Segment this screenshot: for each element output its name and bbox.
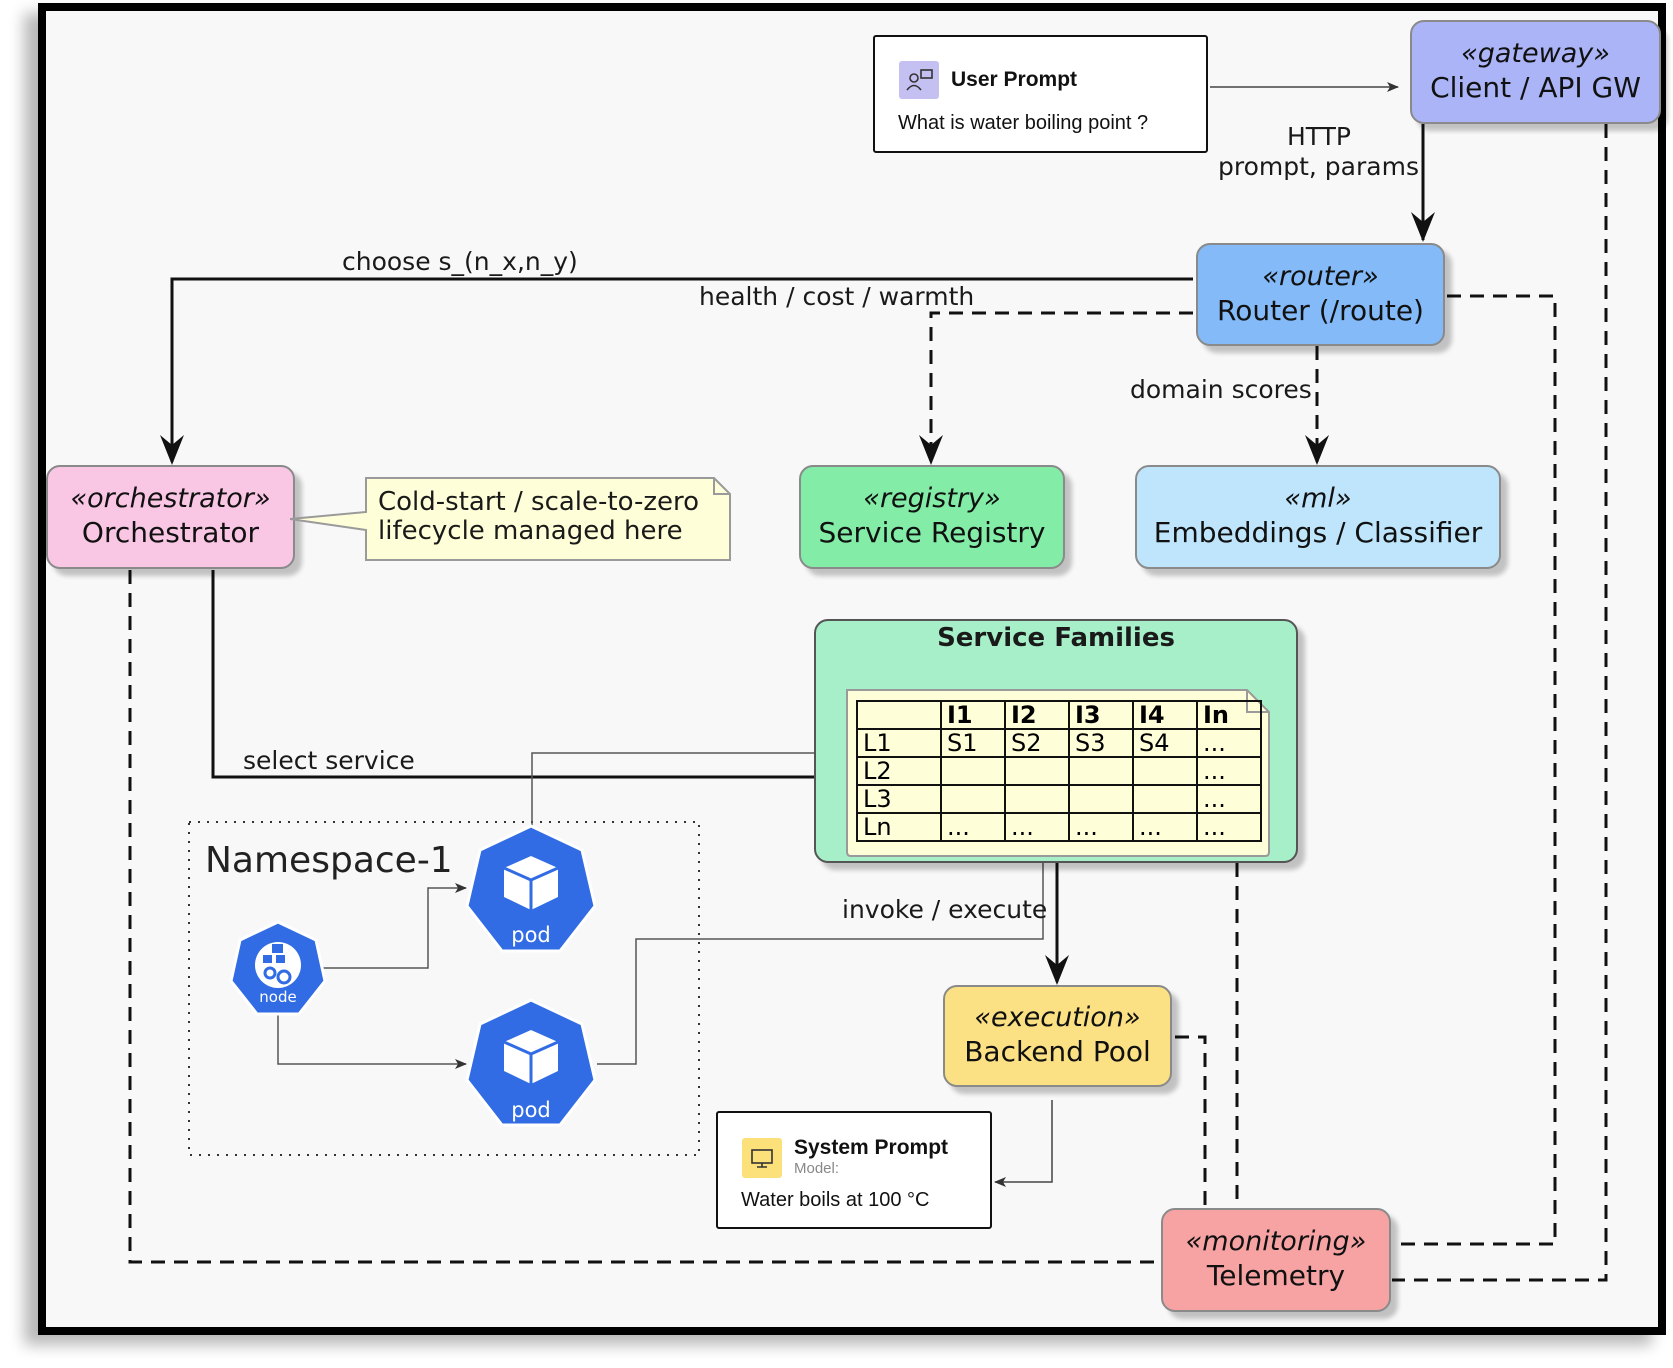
orchestrator-stereotype: «orchestrator» (70, 483, 271, 515)
router-node[interactable]: «router» Router (/route) (1196, 243, 1445, 346)
table-cell: ... (1068, 812, 1134, 842)
table-cell: L2 (856, 756, 942, 786)
gateway-stereotype: «gateway» (1461, 38, 1610, 70)
note-callout (290, 477, 731, 561)
table-cell: ... (1196, 812, 1262, 842)
user-prompt-icon (899, 61, 939, 99)
k8s-node-icon (228, 920, 328, 1018)
namespace-title: Namespace-1 (205, 840, 453, 881)
service-families-title: Service Families (937, 623, 1175, 653)
note-line-1: Cold-start / scale-to-zero (378, 487, 700, 517)
table-cell: I4 (1132, 700, 1198, 730)
table-cell: I2 (1004, 700, 1070, 730)
gateway-node[interactable]: «gateway» Client / API GW (1410, 20, 1661, 124)
user-prompt-title: User Prompt (951, 68, 1078, 91)
monitoring-stereotype: «monitoring» (1185, 1226, 1367, 1258)
ml-name: Embeddings / Classifier (1153, 516, 1483, 550)
table-cell: ... (1196, 728, 1262, 758)
monitor-icon (742, 1138, 782, 1178)
router-name: Router (/route) (1217, 293, 1424, 327)
table-cell (1068, 784, 1134, 814)
table-cell: Ln (856, 812, 942, 842)
ml-stereotype: «ml» (1284, 483, 1352, 515)
service-families-table: I1 I2 I3 I4 In L1 S1 S2 S3 S4 ... L2 ...… (856, 700, 1262, 842)
pod-bottom-icon[interactable] (464, 998, 598, 1130)
registry-name: Service Registry (818, 516, 1046, 550)
label-http-params: prompt, params (1218, 152, 1419, 181)
table-cell: L1 (856, 728, 942, 758)
orchestrator-name: Orchestrator (81, 516, 260, 550)
system-prompt-subtitle: Model: (794, 1160, 840, 1177)
note-line-2: lifecycle managed here (378, 516, 683, 546)
table-cell[interactable]: S4 (1132, 728, 1198, 758)
label-select-service: select service (243, 746, 415, 775)
table-cell: ... (1196, 784, 1262, 814)
label-invoke: invoke / execute (842, 895, 1048, 924)
table-cell (940, 756, 1006, 786)
system-prompt-title: System Prompt (794, 1136, 949, 1159)
system-prompt-text: Water boils at 100 °C (741, 1189, 930, 1211)
table-cell (1132, 756, 1198, 786)
table-cell (1004, 784, 1070, 814)
label-health: health / cost / warmth (699, 282, 975, 311)
table-cell[interactable]: S2 (1004, 728, 1070, 758)
user-prompt-card[interactable]: User Prompt What is water boiling point … (873, 35, 1208, 153)
k8s-node-label: node (259, 988, 297, 1006)
execution-stereotype: «execution» (974, 1002, 1141, 1034)
table-cell (1004, 756, 1070, 786)
gateway-name: Client / API GW (1430, 71, 1641, 105)
orchestrator-node[interactable]: «orchestrator» Orchestrator (46, 465, 295, 569)
table-cell: L3 (856, 784, 942, 814)
table-cell[interactable]: S1 (940, 728, 1006, 758)
user-prompt-text: What is water boiling point ? (898, 112, 1149, 134)
table-cell: In (1196, 700, 1262, 730)
pod-top-label: pod (511, 923, 551, 947)
label-http: HTTP (1287, 122, 1351, 151)
table-cell: I3 (1068, 700, 1134, 730)
table-cell (1068, 756, 1134, 786)
table-row: L3 ... (856, 784, 1262, 814)
execution-name: Backend Pool (964, 1035, 1151, 1069)
pod-top-icon[interactable] (464, 824, 598, 956)
table-row: L1 S1 S2 S3 S4 ... (856, 728, 1262, 758)
table-cell: ... (1004, 812, 1070, 842)
table-cell (1132, 784, 1198, 814)
router-stereotype: «router» (1262, 260, 1379, 292)
table-cell (856, 700, 942, 730)
pod-bottom-label: pod (511, 1098, 551, 1122)
system-prompt-card[interactable]: System Prompt Model: Water boils at 100 … (716, 1111, 992, 1229)
table-cell: ... (1196, 756, 1262, 786)
label-choose: choose s_(n_x,n_y) (342, 247, 578, 276)
registry-stereotype: «registry» (863, 483, 1001, 515)
monitoring-name: Telemetry (1206, 1259, 1346, 1293)
table-row: L2 ... (856, 756, 1262, 786)
execution-node[interactable]: «execution» Backend Pool (943, 985, 1172, 1087)
label-domain-scores: domain scores (1130, 375, 1312, 404)
table-cell: ... (1132, 812, 1198, 842)
table-cell[interactable]: S3 (1068, 728, 1134, 758)
registry-node[interactable]: «registry» Service Registry (799, 465, 1065, 569)
table-cell: I1 (940, 700, 1006, 730)
monitoring-node[interactable]: «monitoring» Telemetry (1161, 1208, 1391, 1312)
table-cell (940, 784, 1006, 814)
table-row: Ln ... ... ... ... ... (856, 812, 1262, 842)
table-header-row: I1 I2 I3 I4 In (856, 700, 1262, 730)
ml-node[interactable]: «ml» Embeddings / Classifier (1135, 465, 1501, 569)
table-cell: ... (940, 812, 1006, 842)
